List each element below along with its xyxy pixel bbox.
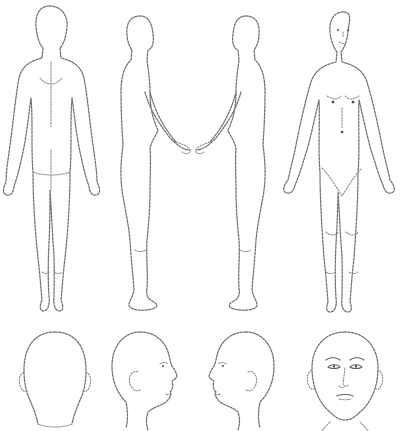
eye-profile-left [222, 365, 224, 367]
body-front-view [284, 12, 395, 312]
head-front-view [307, 332, 382, 431]
eye-front-right [355, 365, 357, 367]
eye-left [337, 29, 339, 31]
body-right-side-view [196, 16, 265, 310]
head-right-profile [112, 332, 177, 430]
eye-front-left [333, 365, 335, 367]
head-back-view [19, 332, 90, 427]
navel [341, 131, 344, 134]
nipple-left [332, 101, 335, 104]
body-back-view [4, 6, 100, 311]
head-left-profile [209, 332, 274, 430]
nipple-right [352, 101, 355, 104]
eye-profile-right [162, 365, 164, 367]
eye-right [347, 29, 349, 31]
body-left-side-view [121, 16, 190, 310]
